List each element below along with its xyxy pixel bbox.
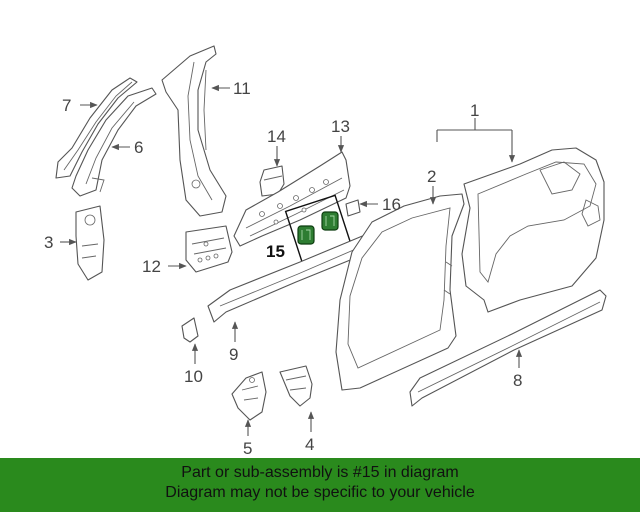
callout-4: 4 [305,435,314,454]
clip-upper [321,211,339,231]
callout-11: 11 [233,79,251,98]
callout-14: 14 [267,127,286,146]
callout-labels: 1 2 3 4 5 6 7 8 9 10 11 12 13 14 15 16 [44,79,522,458]
callout-13: 13 [331,117,350,136]
callout-10: 10 [184,367,203,386]
callout-2: 2 [427,167,436,186]
part-8-outer-rocker[interactable] [409,289,607,407]
callout-16: 16 [382,195,401,214]
callout-9: 9 [229,345,238,364]
part-10-small-panel[interactable] [181,317,199,343]
info-banner: Part or sub-assembly is #15 in diagram D… [0,458,640,512]
callout-5: 5 [243,439,252,458]
clip-lower [297,225,315,245]
callout-1: 1 [470,101,479,120]
part-7-a-pillar-trim[interactable] [55,77,138,179]
parts-diagram: 1 2 3 4 5 6 7 8 9 10 11 12 13 14 15 16 [44,45,607,458]
banner-line-part: Part or sub-assembly is #15 in diagram [181,464,459,481]
leader-lines [60,84,523,436]
callout-6: 6 [134,138,143,157]
part-11-b-pillar[interactable] [161,45,227,217]
part-12-bracket[interactable] [185,225,233,273]
callout-8: 8 [513,371,522,390]
part-1-outer-body-side[interactable] [461,147,605,313]
part-6-a-pillar-inner[interactable] [71,87,157,197]
part-5-bracket[interactable] [231,371,267,421]
callout-15: 15 [266,242,285,261]
part-4-bracket[interactable] [279,365,313,407]
part-15-highlighted-clips[interactable] [284,194,354,266]
part-3-hinge-pillar[interactable] [75,205,105,281]
banner-line-disclaimer: Diagram may not be specific to your vehi… [165,484,475,501]
callout-12: 12 [142,257,161,276]
callout-7: 7 [62,96,71,115]
part-2-side-frame-inner[interactable] [335,193,465,391]
exploded-view-svg: 1 2 3 4 5 6 7 8 9 10 11 12 13 14 15 16 [44,45,607,458]
callout-3: 3 [44,233,53,252]
part-16-tab[interactable] [345,199,361,217]
